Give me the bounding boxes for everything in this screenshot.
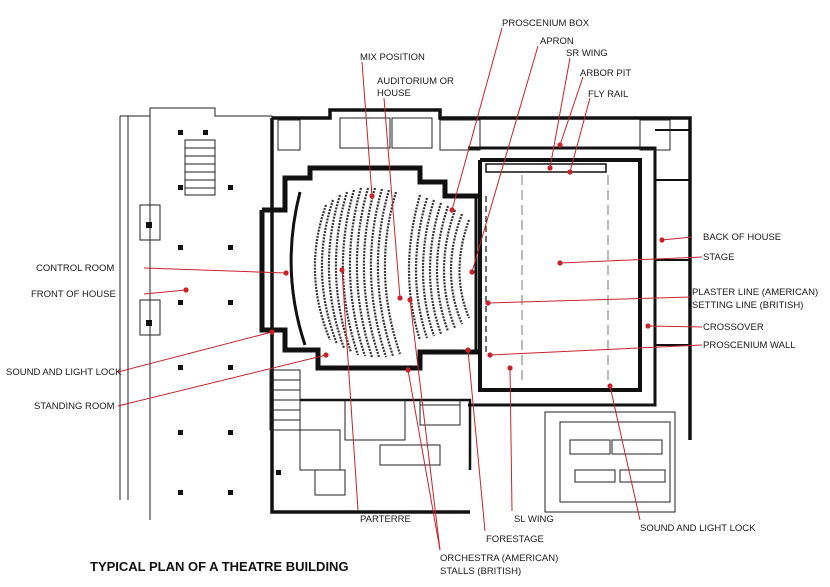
plan-title: TYPICAL PLAN OF A THEATRE BUILDING: [90, 559, 349, 574]
label-sound-light-lock-right: SOUND AND LIGHT LOCK: [640, 523, 756, 534]
label-sl-wing: SL WING: [514, 514, 554, 525]
label-standing-room: STANDING ROOM: [34, 401, 115, 412]
label-fly-rail: FLY RAIL: [588, 89, 628, 100]
annotation-leaders: [117, 27, 703, 551]
label-parterre: PARTERRE: [360, 514, 411, 525]
label-plaster-line-line2: SETTING LINE (BRITISH): [692, 300, 803, 311]
label-apron: APRON: [540, 36, 574, 47]
structural-columns: [146, 130, 281, 495]
label-proscenium-wall: PROSCENIUM WALL: [703, 340, 796, 351]
label-orchestra-line2: STALLS (BRITISH): [440, 566, 521, 577]
label-arbor-pit: ARBOR PIT: [580, 68, 631, 79]
label-orchestra-line1: ORCHESTRA (AMERICAN): [440, 553, 558, 564]
plan-labels: PROSCENIUM BOX APRON SR WING ARBOR PIT F…: [6, 18, 818, 577]
label-plaster-line-line1: PLASTER LINE (AMERICAN): [692, 287, 818, 298]
label-sr-wing: SR WING: [566, 48, 608, 59]
label-auditorium-line1: AUDITORIUM OR: [377, 76, 454, 87]
label-sound-light-lock-left: SOUND AND LIGHT LOCK: [6, 367, 122, 378]
label-mix-position: MIX POSITION: [360, 52, 425, 63]
label-front-of-house: FRONT OF HOUSE: [31, 289, 116, 300]
label-forestage: FORESTAGE: [486, 534, 544, 545]
label-crossover: CROSSOVER: [703, 322, 764, 333]
auditorium-seating: [313, 187, 471, 358]
label-auditorium-line2: HOUSE: [377, 88, 411, 99]
label-stage: STAGE: [703, 252, 735, 263]
label-proscenium-box: PROSCENIUM BOX: [502, 18, 590, 29]
building-walls: [119, 107, 692, 520]
label-back-of-house: BACK OF HOUSE: [703, 232, 781, 243]
label-control-room: CONTROL ROOM: [36, 263, 114, 274]
